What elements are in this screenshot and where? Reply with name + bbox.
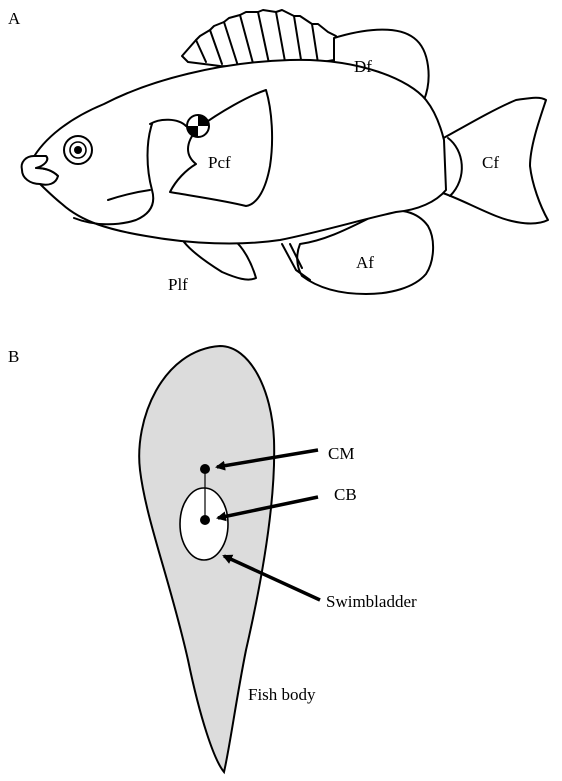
panel-a-label: A [8,9,21,28]
label-dorsal-fin: Df [354,57,372,76]
fish-eye [64,136,92,164]
center-of-mass-marker [187,115,209,137]
label-anal-fin: Af [356,253,374,272]
label-caudal-fin: Cf [482,153,499,172]
label-cb: CB [334,485,357,504]
panel-a: A [8,9,548,294]
label-pelvic-fin: Plf [168,275,188,294]
panel-b-label: B [8,347,19,366]
label-fish-body: Fish body [248,685,316,704]
center-of-buoyancy-point [200,515,210,525]
center-of-mass-point [200,464,210,474]
label-cm: CM [328,444,354,463]
label-pectoral-fin: Pcf [208,153,231,172]
panel-b: B CM CB Swimbladder Fish body [8,346,417,772]
label-swimbladder: Swimbladder [326,592,417,611]
